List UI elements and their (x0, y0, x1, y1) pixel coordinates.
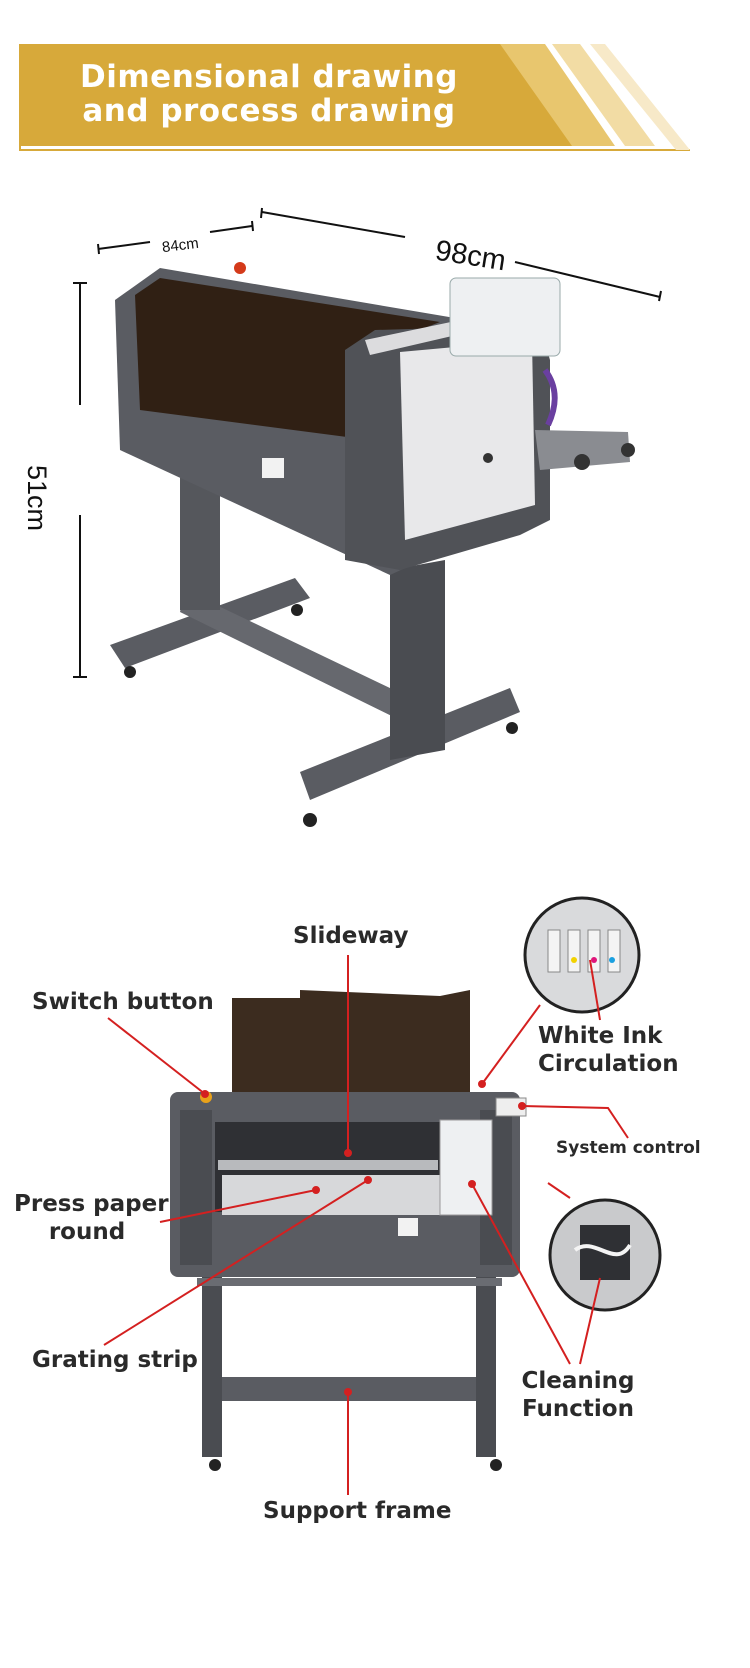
press-paper-line-2: round (48, 1219, 126, 1245)
press-paper-label: Press paper round (14, 1190, 169, 1246)
banner-shape (19, 44, 690, 151)
banner-stripe-2 (552, 44, 655, 146)
title-banner: Dimensional drawing and process drawing (0, 0, 750, 170)
page-title: Dimensional drawing and process drawing (44, 60, 494, 128)
height-label: 51cm (22, 465, 52, 532)
printer-3d-view (110, 262, 635, 827)
title-line-2: and process drawing (82, 93, 456, 129)
press-paper-line-1: Press paper (14, 1191, 169, 1217)
slideway-label: Slideway (293, 923, 409, 949)
white-ink-detail-image (523, 896, 641, 1014)
support-frame-label: Support frame (263, 1498, 452, 1524)
grating-strip-label: Grating strip (32, 1347, 198, 1373)
white-ink-label: White Ink Circulation (538, 1022, 679, 1078)
cleaning-detail-image (548, 1198, 662, 1312)
dimension-lines (73, 207, 662, 678)
cleaning-line-1: Cleaning (521, 1368, 635, 1394)
white-ink-line-1: White Ink (538, 1023, 663, 1049)
white-ink-line-2: Circulation (538, 1051, 679, 1077)
system-control-label: System control (556, 1138, 701, 1158)
banner-stripe-1 (500, 44, 615, 146)
title-line-1: Dimensional drawing (80, 59, 458, 95)
cleaning-line-2: Function (521, 1396, 634, 1422)
callout-leaders (103, 955, 629, 1495)
cleaning-function-label: Cleaning Function (518, 1367, 638, 1423)
banner-main (20, 44, 600, 146)
banner-stripe-3 (590, 44, 690, 150)
switch-button-label: Switch button (32, 989, 214, 1015)
printer-front-view (170, 990, 527, 1471)
